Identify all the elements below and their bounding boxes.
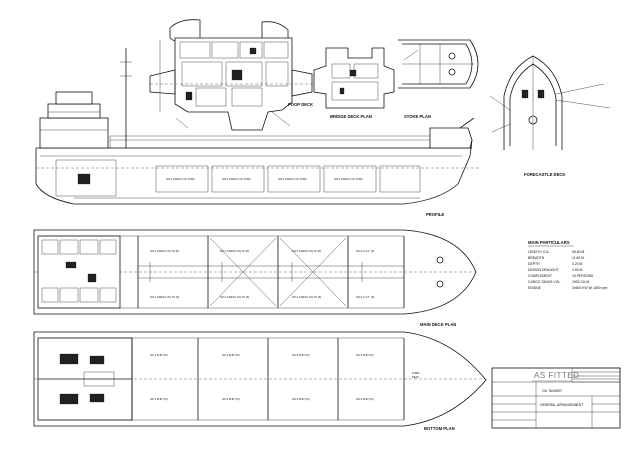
- bridge-deck-label: BRIDGE DECK PLAN: [330, 114, 372, 119]
- svg-text:5.20 M.: 5.20 M.: [572, 262, 583, 266]
- stoke-plan-label: STOKE PLAN: [404, 114, 431, 119]
- svg-text:DEPTH: DEPTH: [528, 262, 540, 266]
- stoke-plan-view: STOKE PLAN: [398, 39, 479, 119]
- particulars-row: BREADTH 11.80 M.: [528, 256, 585, 260]
- svg-text:NO.2 W.B.T.(S): NO.2 W.B.T.(S): [222, 397, 240, 401]
- particulars-row: DESIGN DRAUGHT 4.50 M.: [528, 268, 583, 272]
- svg-text:NO.1 CARGO OIL TK (P): NO.1 CARGO OIL TK (P): [150, 249, 179, 253]
- svg-text:15 PERSONS: 15 PERSONS: [572, 274, 594, 278]
- svg-text:NO.4 C.O.T. (P): NO.4 C.O.T. (P): [356, 249, 374, 253]
- particulars-row: COMPLEMENT 15 PERSONS: [528, 274, 594, 278]
- svg-text:FORE: FORE: [412, 371, 419, 375]
- svg-text:NO.1 W.B.T.(P): NO.1 W.B.T.(P): [150, 353, 168, 357]
- svg-text:PEAK: PEAK: [412, 375, 419, 379]
- svg-text:NO.2 W.B.T.(P): NO.2 W.B.T.(P): [222, 353, 240, 357]
- svg-text:COMPLEMENT: COMPLEMENT: [528, 274, 552, 278]
- as-fitted-stamp: AS FITTED: [532, 371, 579, 382]
- svg-text:DESIGN DRAUGHT: DESIGN DRAUGHT: [528, 268, 559, 272]
- svg-text:NO.4 W.B.T.(S): NO.4 W.B.T.(S): [356, 397, 374, 401]
- bottom-plan-view: NO.1 W.B.T.(P) NO.1 W.B.T.(S) NO.2 W.B.T…: [33, 331, 487, 431]
- svg-text:AS FITTED: AS FITTED: [534, 371, 579, 380]
- svg-text:NO.4 C.O.T. (S): NO.4 C.O.T. (S): [356, 295, 374, 299]
- particulars-row: LENGTH O.A. 65.60 M.: [528, 250, 585, 254]
- svg-text:1500 CU.M.: 1500 CU.M.: [572, 280, 590, 284]
- svg-text:11.80 M.: 11.80 M.: [572, 256, 585, 260]
- poop-deck-label: POOP DECK: [288, 102, 313, 107]
- svg-text:NO.2 CARGO OIL TANK: NO.2 CARGO OIL TANK: [222, 177, 251, 181]
- title-block: OIL TANKER GENERAL ARRANGEMENT: [491, 367, 621, 429]
- svg-text:2x600 KW @ 1800 rpm: 2x600 KW @ 1800 rpm: [572, 286, 607, 290]
- svg-text:NO.1 CARGO OIL TANK: NO.1 CARGO OIL TANK: [166, 177, 195, 181]
- svg-text:LENGTH O.A.: LENGTH O.A.: [528, 250, 550, 254]
- main-deck-view: NO.1 CARGO OIL TK (P) NO.1 CARGO OIL TK …: [33, 229, 477, 327]
- svg-text:65.60 M.: 65.60 M.: [572, 250, 585, 254]
- svg-text:NO.3 CARGO OIL TK (S): NO.3 CARGO OIL TK (S): [292, 295, 321, 299]
- svg-text:NO.3 W.B.T.(S): NO.3 W.B.T.(S): [292, 397, 310, 401]
- svg-text:NO.4 W.B.T.(P): NO.4 W.B.T.(P): [356, 353, 374, 357]
- bridge-deck-view: BRIDGE DECK PLAN: [313, 47, 395, 119]
- poop-deck-view: POOP DECK: [149, 19, 320, 131]
- svg-text:NO.4 CARGO OIL TANK: NO.4 CARGO OIL TANK: [334, 177, 363, 181]
- forecastle-deck-label: FORECASTLE DECK: [524, 172, 565, 177]
- svg-text:NO.3 CARGO OIL TANK: NO.3 CARGO OIL TANK: [278, 177, 307, 181]
- main-particulars-table: MAIN PARTICULARS: [528, 240, 574, 247]
- particulars-row: CARGO TANKS VOL. 1500 CU.M.: [528, 280, 590, 284]
- svg-text:NO.3 W.B.T.(P): NO.3 W.B.T.(P): [292, 353, 310, 357]
- profile-label: PROFILE: [426, 212, 444, 217]
- main-deck-label: MAIN DECK PLAN: [420, 322, 456, 327]
- svg-text:CARGO TANKS VOL.: CARGO TANKS VOL.: [528, 280, 561, 284]
- particulars-row: ENGINE 2x600 KW @ 1800 rpm: [528, 286, 607, 290]
- forecastle-deck-view: FORECASTLE DECK: [489, 55, 611, 177]
- svg-text:NO.2 CARGO OIL TK (P): NO.2 CARGO OIL TK (P): [220, 249, 249, 253]
- svg-text:ENGINE: ENGINE: [528, 286, 542, 290]
- svg-text:NO.2 CARGO OIL TK (S): NO.2 CARGO OIL TK (S): [220, 295, 249, 299]
- svg-text:NO.1 W.B.T.(S): NO.1 W.B.T.(S): [150, 397, 168, 401]
- svg-text:NO.3 CARGO OIL TK (P): NO.3 CARGO OIL TK (P): [292, 249, 321, 253]
- ship-type-text: OIL TANKER: [542, 389, 562, 393]
- svg-text:NO.1 CARGO OIL TK (S): NO.1 CARGO OIL TK (S): [150, 295, 179, 299]
- svg-text:4.50 M.: 4.50 M.: [572, 268, 583, 272]
- particulars-rows: LENGTH O.A. 65.60 M. BREADTH 11.80 M. DE…: [528, 250, 607, 290]
- svg-text:BREADTH: BREADTH: [528, 256, 545, 260]
- drawing-title-text: GENERAL ARRANGEMENT: [540, 403, 583, 407]
- bottom-plan-label: BOTTOM PLAN: [424, 426, 455, 431]
- profile-view: NO.1 CARGO OIL TANK NO.2 CARGO OIL TANK …: [35, 48, 480, 217]
- particulars-row: DEPTH 5.20 M.: [528, 262, 583, 266]
- particulars-heading: MAIN PARTICULARS: [528, 240, 570, 245]
